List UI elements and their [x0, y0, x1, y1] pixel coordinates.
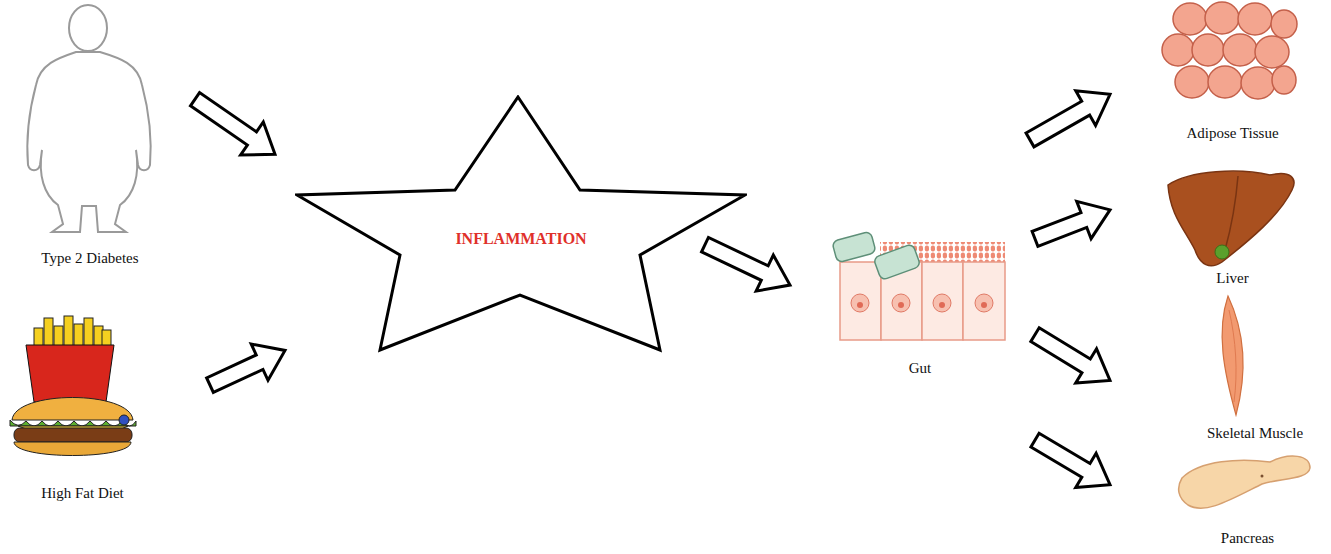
organ-figure: Liver: [1160, 160, 1305, 288]
figure-label: Adipose Tissue: [1186, 124, 1278, 142]
person-silhouette: [27, 5, 150, 232]
block-arrow: [1026, 91, 1110, 147]
label-holder: Adipose Tissue: [1160, 124, 1305, 142]
block-arrow: [1032, 201, 1110, 246]
diet-figure: High Fat Diet: [5, 315, 160, 510]
organ-figure: Skeletal Muscle: [1185, 292, 1325, 442]
star-shape: INFLAMMATION: [295, 95, 747, 353]
label-holder: Skeletal Muscle: [1185, 424, 1325, 442]
muscle-picture: [1222, 296, 1243, 415]
figure-label: Skeletal Muscle: [1207, 424, 1303, 442]
pancreas-picture: [1179, 456, 1310, 508]
organ-figure: Pancreas: [1175, 442, 1320, 546]
label-holder: High Fat Diet: [5, 484, 160, 502]
organ-figure: Adipose Tissue: [1160, 2, 1305, 144]
figure-label: Pancreas: [1221, 529, 1274, 547]
liver-picture: [1168, 171, 1294, 266]
block-arrow: [1031, 433, 1110, 487]
figure-label: High Fat Diet: [41, 484, 124, 502]
gut-figure: Gut: [825, 130, 1015, 460]
star-outline: [295, 95, 747, 353]
figure-label: Gut: [909, 359, 932, 377]
label-holder: Type 2 Diabetes: [10, 249, 170, 267]
star-label: INFLAMMATION: [455, 230, 586, 248]
block-arrow: [190, 93, 275, 155]
gut-epithelium-picture: [832, 231, 1005, 340]
label-holder: Liver: [1160, 269, 1305, 287]
block-arrow: [1031, 328, 1110, 383]
block-arrow: [702, 237, 790, 291]
fast-food-picture: [10, 316, 136, 456]
label-holder: INFLAMMATION: [295, 230, 747, 248]
figure-label: Type 2 Diabetes: [41, 249, 138, 267]
label-holder: Gut: [825, 359, 1015, 377]
label-holder: Pancreas: [1175, 529, 1320, 547]
block-arrow: [207, 344, 285, 392]
figure-label: Liver: [1216, 269, 1248, 287]
adipose-picture: [1162, 2, 1297, 99]
condition-figure: Type 2 Diabetes: [10, 2, 170, 272]
star-outline: [297, 97, 745, 350]
